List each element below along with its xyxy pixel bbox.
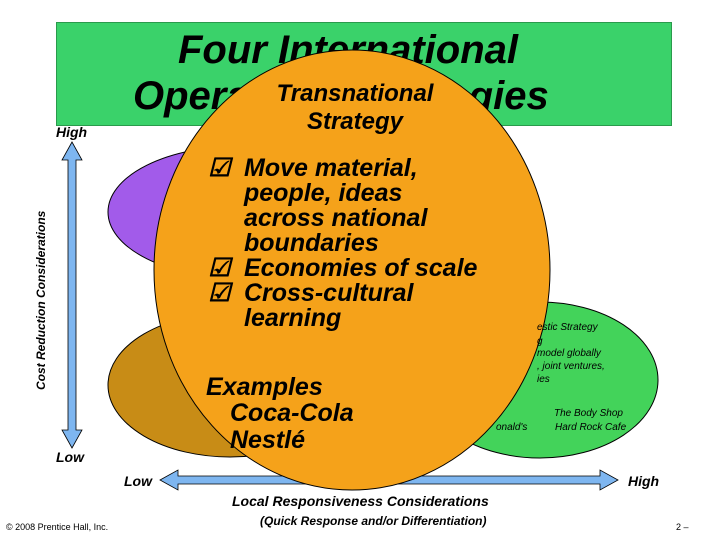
checkbox-icon: ☑ <box>208 254 231 282</box>
checkbox-icon: ☑ <box>208 279 231 307</box>
multidomestic-fragment-4: , joint ventures, <box>537 361 605 372</box>
example-1: Coca-Cola <box>230 399 354 428</box>
callout-title-line-2: Strategy <box>306 107 404 135</box>
callout-title: Transnational Strategy <box>250 80 460 135</box>
bullet-1: ☑ Move material, people, ideas across na… <box>208 156 477 256</box>
bullet-1-line-4: boundaries <box>244 229 379 257</box>
bullet-2: ☑ Economies of scale <box>208 256 477 281</box>
multidomestic-fragment-5: ies <box>537 374 550 385</box>
bullet-3-line-2: learning <box>244 304 342 332</box>
bullet-3-line-1: Cross-cultural <box>244 279 414 307</box>
multidomestic-example-3: Hard Rock Cafe <box>555 422 627 433</box>
x-axis-high-label: High <box>628 473 660 489</box>
examples-block: Examples Coca-Cola Nestlé <box>206 374 354 453</box>
examples-heading: Examples <box>206 373 323 401</box>
bullet-1-line-2: people, ideas <box>244 179 403 207</box>
checkbox-icon: ☑ <box>208 154 231 182</box>
bullet-2-line-1: Economies of scale <box>244 254 478 282</box>
callout-title-line-1: Transnational <box>276 80 434 107</box>
callout-bullet-list: ☑ Move material, people, ideas across na… <box>208 156 477 331</box>
y-axis-high-label: High <box>56 124 88 140</box>
y-axis-title: Cost Reduction Considerations <box>34 210 48 390</box>
bullet-1-line-1: Move material, <box>244 154 418 182</box>
multidomestic-fragment-1: estic Strategy <box>537 322 598 333</box>
page-number: 2 – <box>676 522 689 532</box>
transnational-callout <box>153 49 551 491</box>
y-axis-low-label: Low <box>56 449 84 465</box>
x-axis-subtitle: (Quick Response and/or Differentiation) <box>260 514 487 528</box>
x-axis-title: Local Responsiveness Considerations <box>232 493 489 509</box>
multidomestic-fragment-2: g <box>537 336 543 347</box>
x-axis-low-label: Low <box>124 473 152 489</box>
multidomestic-fragment-3: model globally <box>537 348 601 359</box>
y-axis-arrow <box>61 141 83 449</box>
example-2: Nestlé <box>230 425 306 454</box>
multidomestic-example-1: The Body Shop <box>554 408 623 419</box>
copyright-notice: © 2008 Prentice Hall, Inc. <box>6 522 109 532</box>
bullet-1-line-3: across national <box>244 204 428 232</box>
bullet-3: ☑ Cross-cultural learning <box>208 281 477 331</box>
multidomestic-example-2: onald's <box>496 422 528 433</box>
